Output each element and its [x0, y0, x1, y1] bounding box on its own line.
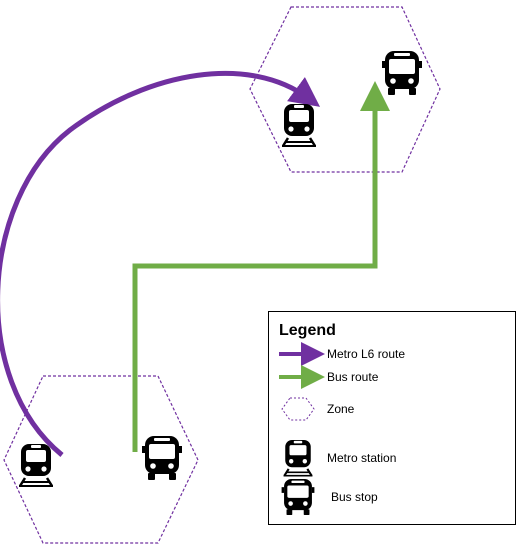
- legend: Legend Metro L6 route Bus route Zone Met…: [268, 311, 516, 525]
- zone-bottom-left: [3, 375, 199, 544]
- zone-top-right: [249, 6, 441, 173]
- metro-station-icon-top: [280, 102, 318, 148]
- legend-label-zone: Zone: [327, 402, 355, 416]
- bus-route: [132, 81, 390, 452]
- legend-label-bus-route: Bus route: [327, 370, 379, 384]
- bus-stop-icon-bottom: [142, 436, 182, 480]
- legend-symbols: [279, 342, 325, 516]
- train-icon: [282, 438, 314, 477]
- metro-l6-route: [0, 70, 321, 457]
- hexagon-icon: [281, 397, 315, 421]
- legend-label-metro-route: Metro L6 route: [327, 347, 406, 361]
- legend-title: Legend: [279, 322, 336, 339]
- legend-label-bus-stop: Bus stop: [331, 490, 378, 504]
- bus-icon: [281, 478, 315, 516]
- metro-station-icon-bottom: [17, 442, 55, 488]
- legend-label-metro-station: Metro station: [327, 451, 397, 465]
- bus-stop-icon-top: [382, 51, 422, 95]
